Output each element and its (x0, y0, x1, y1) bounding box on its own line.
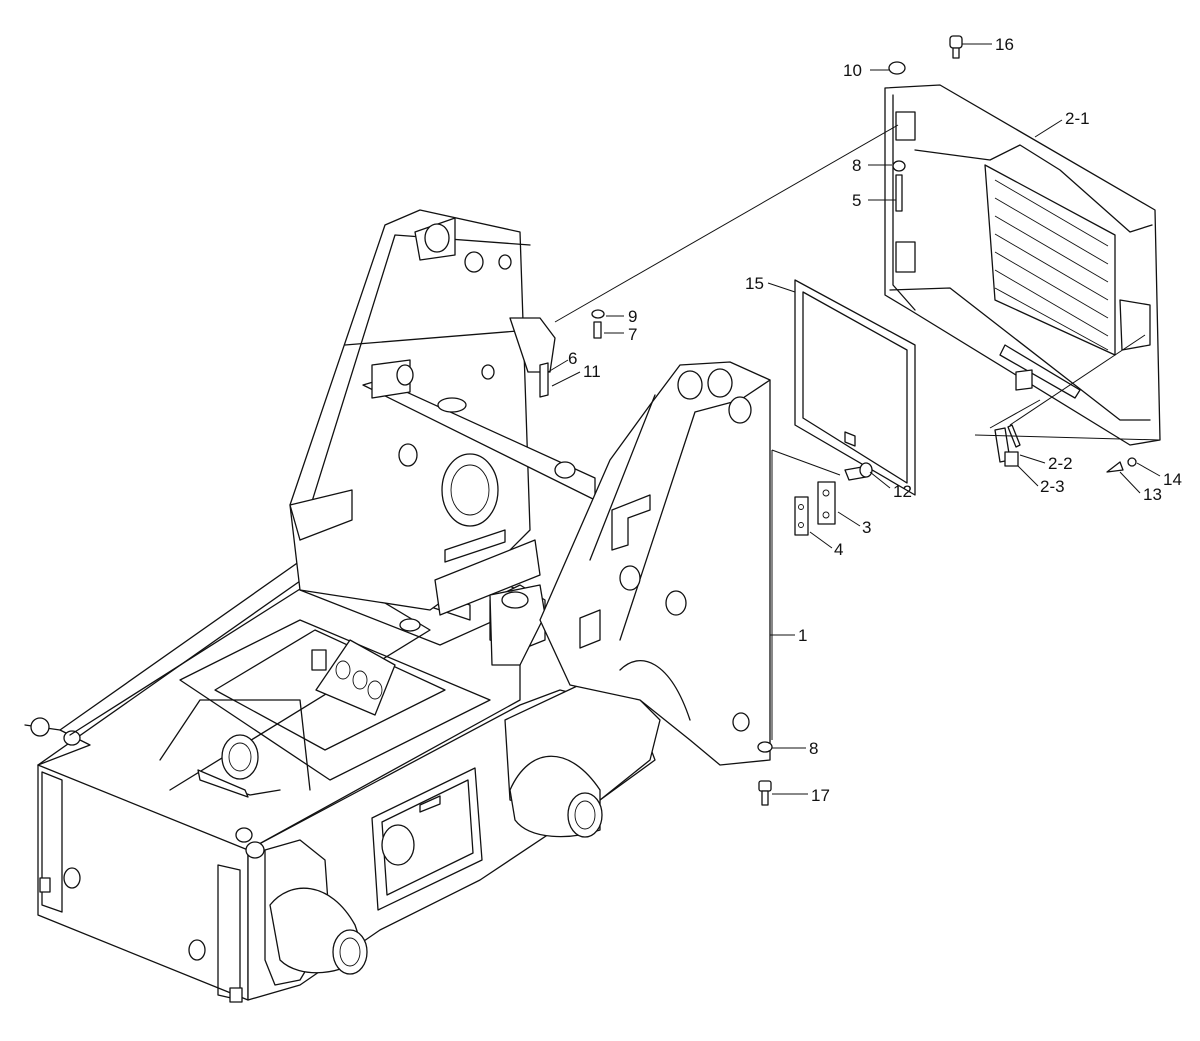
callout-8-lower: 8 (809, 739, 818, 758)
callout-labels: 16 10 2-1 8 5 15 9 7 6 11 2-2 14 2-3 13 … (568, 35, 1182, 805)
callout-2-3: 2-3 (1040, 477, 1065, 496)
leader-lines (547, 43, 1161, 795)
plate-4 (794, 496, 809, 536)
callout-4: 4 (834, 540, 843, 559)
callout-16: 16 (995, 35, 1014, 54)
callout-5: 5 (852, 191, 861, 210)
left-upright (289, 209, 596, 666)
panel-assembly (884, 84, 1161, 446)
callout-6: 6 (568, 349, 577, 368)
callout-15: 15 (745, 274, 764, 293)
pin-13-14 (1106, 457, 1137, 473)
callout-2-1: 2-1 (1065, 109, 1090, 128)
callout-2-2: 2-2 (1048, 454, 1073, 473)
fasteners-mid (539, 309, 605, 398)
callout-10: 10 (843, 61, 862, 80)
callout-12: 12 (893, 482, 912, 501)
callout-1: 1 (798, 626, 807, 645)
fasteners-bottom (757, 741, 773, 806)
callout-7: 7 (628, 325, 637, 344)
bolt-12 (844, 462, 873, 481)
callout-17: 17 (811, 786, 830, 805)
callout-14: 14 (1163, 470, 1182, 489)
callout-13: 13 (1143, 485, 1162, 504)
callout-8-upper: 8 (852, 156, 861, 175)
main-frame (24, 534, 661, 1003)
callout-11: 11 (583, 362, 601, 381)
right-upright (539, 361, 771, 766)
callout-3: 3 (862, 518, 871, 537)
seal-frame-15 (794, 279, 916, 496)
callout-9: 9 (628, 307, 637, 326)
fasteners-top (888, 35, 963, 212)
latch-2-2-2-3 (994, 424, 1021, 467)
bracket-3 (817, 481, 836, 525)
